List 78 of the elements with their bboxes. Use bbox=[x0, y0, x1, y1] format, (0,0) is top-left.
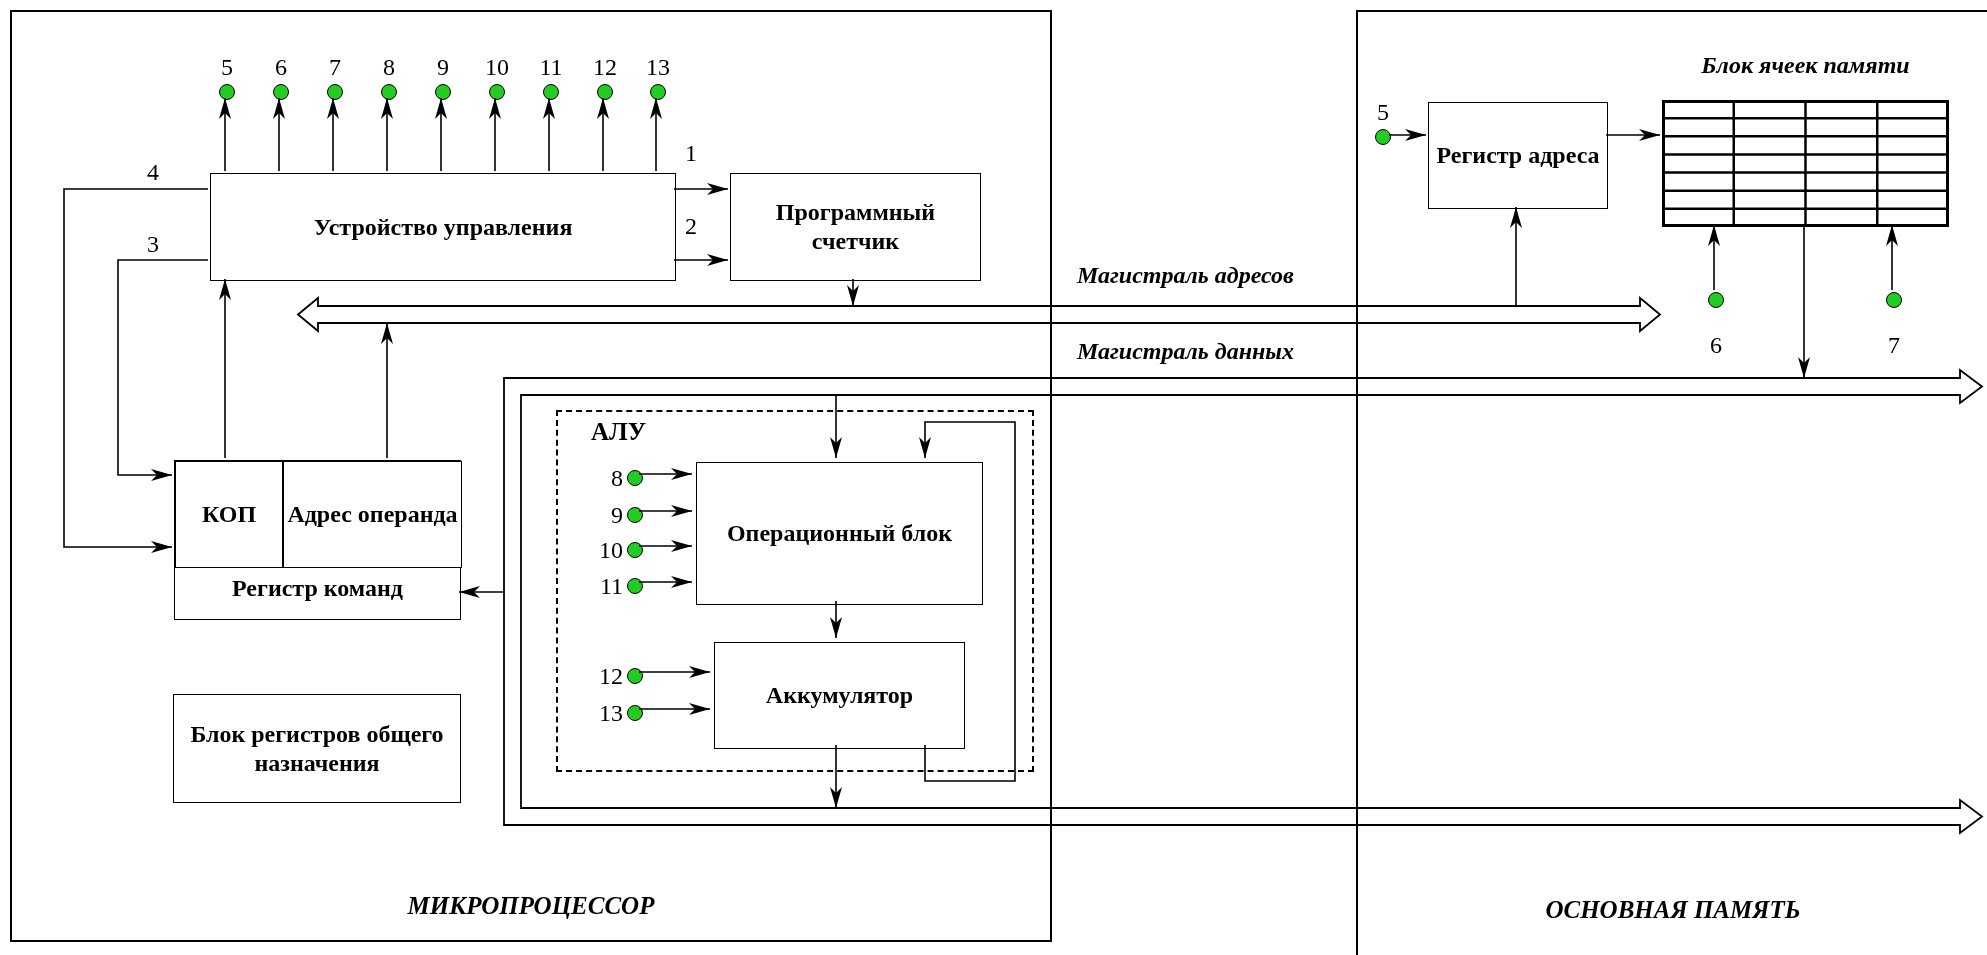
block-box bbox=[730, 173, 981, 281]
arrow bbox=[638, 505, 693, 517]
arrow bbox=[1708, 224, 1720, 291]
arrow bbox=[638, 666, 711, 678]
pin-number: 11 bbox=[539, 55, 563, 79]
block-label: Регистр адреса bbox=[1436, 141, 1600, 170]
panel-title: МИКРОПРОЦЕССОР bbox=[407, 892, 655, 920]
arrow bbox=[327, 97, 339, 172]
pin-number: 8 bbox=[611, 466, 623, 490]
arrow bbox=[638, 540, 693, 552]
block-label: Регистр команд bbox=[232, 574, 403, 603]
arrow bbox=[458, 586, 505, 598]
arrow bbox=[830, 744, 842, 809]
block-label: Программный счетчик bbox=[774, 198, 937, 256]
pin-number: 7 bbox=[329, 55, 341, 79]
arrow bbox=[219, 97, 231, 172]
register-box bbox=[174, 460, 461, 620]
pin-number: 10 bbox=[599, 538, 623, 562]
block-box bbox=[210, 173, 676, 281]
pin-number: 8 bbox=[383, 55, 395, 79]
arrow bbox=[1798, 224, 1810, 379]
arrow bbox=[489, 97, 501, 172]
block-box bbox=[175, 461, 283, 568]
arrow bbox=[830, 394, 842, 459]
arrow bbox=[650, 97, 662, 172]
block-label: Адрес операнда bbox=[287, 500, 458, 529]
module-panel bbox=[10, 10, 1052, 942]
block-box bbox=[283, 461, 462, 568]
arrow bbox=[847, 278, 859, 307]
arrow bbox=[381, 97, 393, 172]
pin-number: 7 bbox=[1888, 333, 1900, 357]
block-label: КОП bbox=[201, 500, 257, 529]
arrow bbox=[63, 188, 209, 553]
pin-number: 10 bbox=[485, 55, 509, 79]
arrow bbox=[1886, 224, 1898, 291]
arrow bbox=[1510, 206, 1522, 307]
arrow bbox=[1605, 129, 1661, 141]
block-label: Аккумулятор bbox=[765, 681, 914, 710]
block-label: Операционный блок bbox=[726, 519, 953, 548]
pin-number: 5 bbox=[221, 55, 233, 79]
arrow bbox=[638, 468, 693, 480]
module-panel bbox=[1356, 10, 1987, 955]
pin-number: 12 bbox=[593, 55, 617, 79]
arrow bbox=[597, 97, 609, 172]
pin-number: 6 bbox=[1710, 333, 1722, 357]
bus-label: Магистраль адресов bbox=[1077, 262, 1294, 289]
arrow bbox=[830, 600, 842, 639]
arrow bbox=[543, 97, 555, 172]
block-box bbox=[173, 694, 461, 803]
pin-number: 5 bbox=[1377, 100, 1389, 124]
pin-number: 9 bbox=[437, 55, 449, 79]
arrow bbox=[919, 421, 1016, 782]
block-box bbox=[696, 462, 983, 605]
pin-number: 9 bbox=[611, 503, 623, 527]
arrow bbox=[381, 322, 393, 459]
arrow bbox=[117, 259, 209, 481]
group-title: АЛУ bbox=[591, 418, 647, 446]
arrow bbox=[219, 278, 231, 459]
arrow bbox=[273, 97, 285, 172]
pin-number: 6 bbox=[275, 55, 287, 79]
panel-title: ОСНОВНАЯ ПАМЯТЬ bbox=[1545, 896, 1801, 924]
bus-label: Магистраль данных bbox=[1077, 338, 1295, 365]
arrow bbox=[1388, 129, 1427, 141]
block-label: Устройство управления bbox=[313, 212, 573, 242]
arrow bbox=[673, 254, 729, 266]
arrow bbox=[638, 703, 711, 715]
pin-number: 11 bbox=[599, 574, 623, 598]
arrow bbox=[638, 576, 693, 588]
block-box bbox=[714, 642, 965, 749]
pin-number: 13 bbox=[599, 701, 623, 725]
arrow bbox=[673, 183, 729, 195]
dashed-group-frame bbox=[556, 410, 1034, 772]
block-box bbox=[1428, 102, 1608, 209]
arrow bbox=[435, 97, 447, 172]
block-label: Блок регистров общего назначения bbox=[189, 719, 445, 778]
pin-number: 13 bbox=[646, 55, 670, 79]
pin-number: 12 bbox=[599, 664, 623, 688]
block-heading: Блок ячеек памяти bbox=[1701, 52, 1910, 79]
